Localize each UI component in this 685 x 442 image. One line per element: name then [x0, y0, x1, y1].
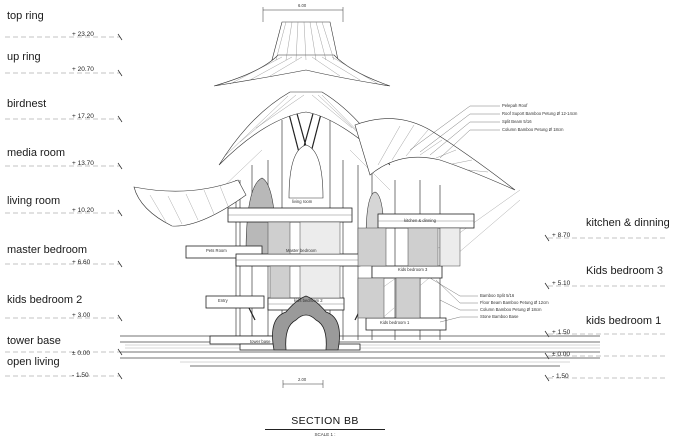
- annotation-split-beam: Split Beam 5/16: [502, 119, 532, 124]
- level-label-top-ring: top ring: [7, 10, 44, 22]
- room-tag-pets: Pets Room: [206, 248, 227, 253]
- level-elevation-birdnest: + 17.20: [72, 113, 94, 120]
- level-lines-right: [548, 237, 668, 379]
- ground-lines: [120, 335, 600, 367]
- scale-label: SCALE 1 :: [314, 432, 336, 437]
- level-lines-left: [5, 36, 120, 377]
- right-level-label-kids-bedroom-3: Kids bedroom 3: [586, 265, 664, 277]
- section-title: SECTION BB: [291, 415, 359, 427]
- level-elevation-kids-bedroom-2: + 3.00: [72, 312, 91, 319]
- level-label-kids-bedroom-2: kids bedroom 2: [7, 294, 83, 306]
- room-tag-kitchen: kitchen & dinning: [404, 218, 436, 223]
- top-dimension: [262, 7, 344, 22]
- room-tag-entry: Entry: [218, 298, 228, 303]
- right-level-elevation-kids-bedroom-1: + 1.50: [552, 329, 571, 336]
- tower-base-arch: [272, 295, 340, 351]
- right-level-elevation-kitchen: + 8.70: [552, 232, 571, 239]
- annotation-pelepah-roof: Pelepah Roof: [502, 103, 528, 108]
- level-elevation-open-living: - 1.50: [72, 372, 89, 379]
- level-label-birdnest: birdnest: [7, 98, 47, 110]
- room-tag-master: Master bedroom: [286, 248, 317, 253]
- room-tag-kids2: kids bedroom 2: [294, 298, 323, 303]
- roof-hatching: [225, 21, 385, 159]
- dimension-top: 6.00: [298, 3, 307, 8]
- right-level-elevation-minus: - 1.50: [552, 373, 569, 380]
- level-label-master-bedroom: master bedroom: [7, 244, 88, 256]
- annotation-floor-beam: Floor Beam Bamboo Petung Ø 12cm: [480, 300, 549, 305]
- level-label-tower-base: tower base: [7, 335, 61, 347]
- roof-right-wing: [354, 118, 516, 191]
- annotation-column-upper: Column Bamboo Petung Ø 18cm: [502, 127, 564, 132]
- level-elevation-media-room: + 13.70: [72, 160, 94, 167]
- level-label-up-ring: up ring: [7, 51, 41, 63]
- level-elevation-tower-base: ± 0.00: [72, 350, 91, 357]
- wall-panels: [267, 221, 439, 319]
- level-elevation-master-bedroom: + 6.60: [72, 259, 91, 266]
- level-label-living-room: living room: [7, 195, 61, 207]
- annotation-stone-base: Stone Bamboo Base: [480, 314, 519, 319]
- annotation-leaders: [409, 105, 500, 323]
- room-tag-tower: tower base: [250, 339, 271, 344]
- level-label-media-room: media room: [7, 147, 66, 159]
- right-level-label-kitchen: kitchen & dinning: [586, 217, 670, 229]
- level-elevation-up-ring: + 20.70: [72, 66, 94, 73]
- room-tag-kids1: Kids bedroom 1: [380, 320, 410, 325]
- room-tag-kids3: Kids bedroom 3: [398, 267, 428, 272]
- annotation-bamboo-split: Bamboo Split 5/16: [480, 293, 515, 298]
- level-label-open-living: open living: [7, 356, 60, 368]
- right-level-elevation-kids-bedroom-3: + 5.10: [552, 280, 571, 287]
- dimension-bottom: 2.00: [298, 377, 307, 382]
- room-tag-living: living room: [292, 199, 313, 204]
- annotation-roof-support: Roof Suport Bamboo Petung Ø 12-14cm: [502, 111, 578, 116]
- bottom-dimension: [282, 380, 324, 388]
- annotation-column-lower: Column Bamboo Petung Ø 18cm: [480, 307, 542, 312]
- level-elevation-top-ring: + 23.20: [72, 31, 94, 38]
- right-level-label-kids-bedroom-1: kids bedroom 1: [586, 315, 662, 327]
- title-underline: [265, 429, 385, 430]
- level-elevation-living-room: + 10.20: [72, 207, 94, 214]
- right-level-elevation-zero: ± 0.00: [552, 351, 571, 358]
